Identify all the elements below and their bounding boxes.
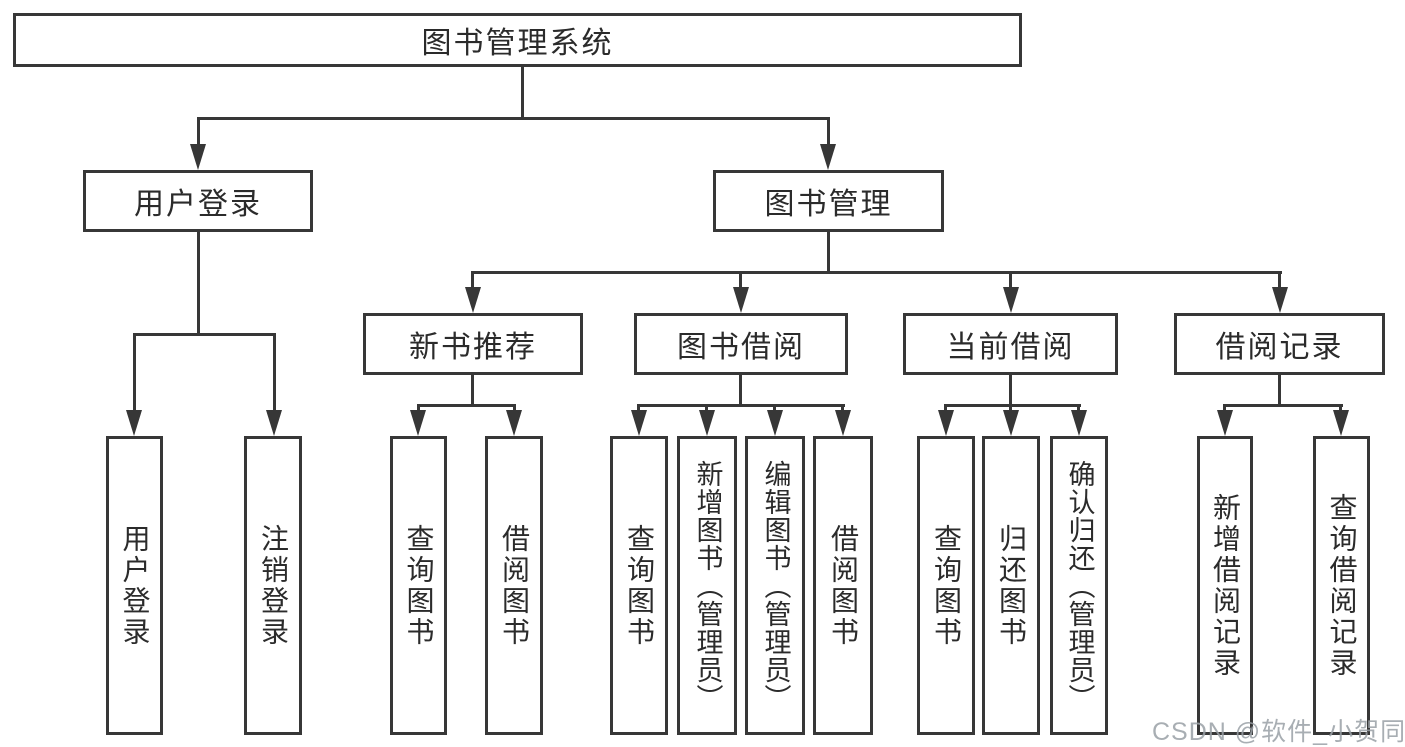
arrowhead-down-icon <box>938 410 954 436</box>
node-label: 查询借阅记录 <box>1326 492 1358 679</box>
node-label: 借阅记录 <box>1215 331 1344 364</box>
arrowhead-down-icon <box>266 410 282 436</box>
connector-drop-leaf <box>1009 404 1012 413</box>
node-logout: 注销登录 <box>244 436 302 735</box>
node-query-books-recommend: 查询图书 <box>390 436 447 735</box>
node-label: 新增借阅记录 <box>1210 492 1241 679</box>
node-label: 确认归还（管理员） <box>1064 459 1095 712</box>
arrowhead-down-icon <box>767 410 783 436</box>
arrowhead-down-icon <box>1003 410 1019 436</box>
node-query-books-current: 查询图书 <box>917 436 975 735</box>
connector-current-branch <box>944 404 1081 407</box>
connector-level1-branch <box>197 117 830 120</box>
node-label: 借阅图书 <box>828 523 859 648</box>
connector-drop-leaf <box>944 404 947 413</box>
node-edit-books-admin: 编辑图书（管理员） <box>745 436 805 735</box>
connector-drop-leaf <box>773 404 776 413</box>
connector-drop-leaf <box>1223 404 1226 413</box>
node-book-borrow: 图书借阅 <box>634 313 848 375</box>
connector-level2-branch <box>471 271 1282 274</box>
node-label: 用户登录 <box>134 188 262 221</box>
node-label: 查询图书 <box>403 523 435 648</box>
connector-drop-leaf <box>417 404 420 413</box>
node-label: 注销登录 <box>258 523 289 648</box>
connector-drop-leaf <box>513 404 516 413</box>
node-new-book-recommend: 新书推荐 <box>363 313 583 375</box>
arrowhead-down-icon <box>1272 287 1288 313</box>
connector-drop-leaf <box>1339 404 1342 413</box>
node-borrow-books: 借阅图书 <box>813 436 873 735</box>
connector-user-stem <box>197 232 200 335</box>
connector-drop-user-login <box>197 117 200 146</box>
connector-records-branch <box>1223 404 1343 407</box>
node-borrow-records: 借阅记录 <box>1174 313 1385 375</box>
connector-management-stem <box>827 232 830 274</box>
arrowhead-down-icon <box>1003 287 1019 313</box>
arrowhead-down-icon <box>1333 410 1349 436</box>
node-confirm-return-admin: 确认归还（管理员） <box>1050 436 1108 735</box>
connector-drop-user-leaf <box>133 333 136 411</box>
node-label: 归还图书 <box>996 523 1027 648</box>
connector-records-stem <box>1278 375 1281 406</box>
arrowhead-down-icon <box>699 410 715 436</box>
connector-drop-leaf <box>841 404 844 413</box>
node-label: 借阅图书 <box>499 523 530 648</box>
node-label: 用户登录 <box>119 523 151 648</box>
connector-user-branch <box>133 333 276 336</box>
connector-drop-recommend <box>471 271 474 290</box>
arrowhead-down-icon <box>1071 410 1087 436</box>
node-add-borrow-record: 新增借阅记录 <box>1197 436 1253 735</box>
arrowhead-down-icon <box>410 410 426 436</box>
node-label: 新书推荐 <box>409 331 537 364</box>
node-add-books-admin: 新增图书（管理员） <box>677 436 737 735</box>
node-label: 查询图书 <box>624 523 655 648</box>
connector-drop-logout <box>273 333 276 411</box>
node-current-borrow: 当前借阅 <box>903 313 1118 375</box>
arrowhead-down-icon <box>835 410 851 436</box>
connector-drop-leaf <box>1077 404 1080 413</box>
connector-drop-leaf <box>637 404 640 413</box>
node-label: 图书借阅 <box>677 331 805 364</box>
arrowhead-down-icon <box>506 410 522 436</box>
connector-drop-book-management <box>827 117 830 146</box>
node-user-login: 用户登录 <box>83 170 313 232</box>
connector-current-stem <box>1009 375 1012 406</box>
node-label: 当前借阅 <box>946 331 1075 364</box>
node-query-borrow-record: 查询借阅记录 <box>1313 436 1370 735</box>
connector-root-stem <box>521 67 524 119</box>
node-label: 图书管理 <box>764 188 893 221</box>
connector-drop-records <box>1278 271 1281 290</box>
arrowhead-down-icon <box>465 287 481 313</box>
node-label: 编辑图书（管理员） <box>760 459 791 712</box>
node-book-management: 图书管理 <box>713 170 944 232</box>
arrowhead-down-icon <box>126 410 142 436</box>
arrowhead-down-icon <box>733 287 749 313</box>
node-library-management-system: 图书管理系统 <box>13 13 1022 67</box>
arrowhead-down-icon <box>820 144 836 170</box>
connector-borrow-stem <box>739 375 742 406</box>
node-user-login-leaf: 用户登录 <box>106 436 163 735</box>
connector-drop-current <box>1009 271 1012 290</box>
node-label: 查询图书 <box>931 523 962 648</box>
node-return-books: 归还图书 <box>982 436 1040 735</box>
node-query-books-borrow: 查询图书 <box>610 436 668 735</box>
node-label: 图书管理系统 <box>421 27 614 60</box>
connector-recommend-branch <box>417 404 516 407</box>
arrowhead-down-icon <box>1217 410 1233 436</box>
csdn-watermark: CSDN @软件_小贺同学 <box>1152 718 1405 746</box>
arrowhead-down-icon <box>190 144 206 170</box>
arrowhead-down-icon <box>631 410 647 436</box>
connector-drop-borrow <box>739 271 742 290</box>
connector-borrow-branch <box>637 404 845 407</box>
node-label: 新增图书（管理员） <box>692 459 723 712</box>
node-borrow-books-recommend: 借阅图书 <box>485 436 543 735</box>
connector-recommend-stem <box>471 375 474 406</box>
connector-drop-leaf <box>705 404 708 413</box>
